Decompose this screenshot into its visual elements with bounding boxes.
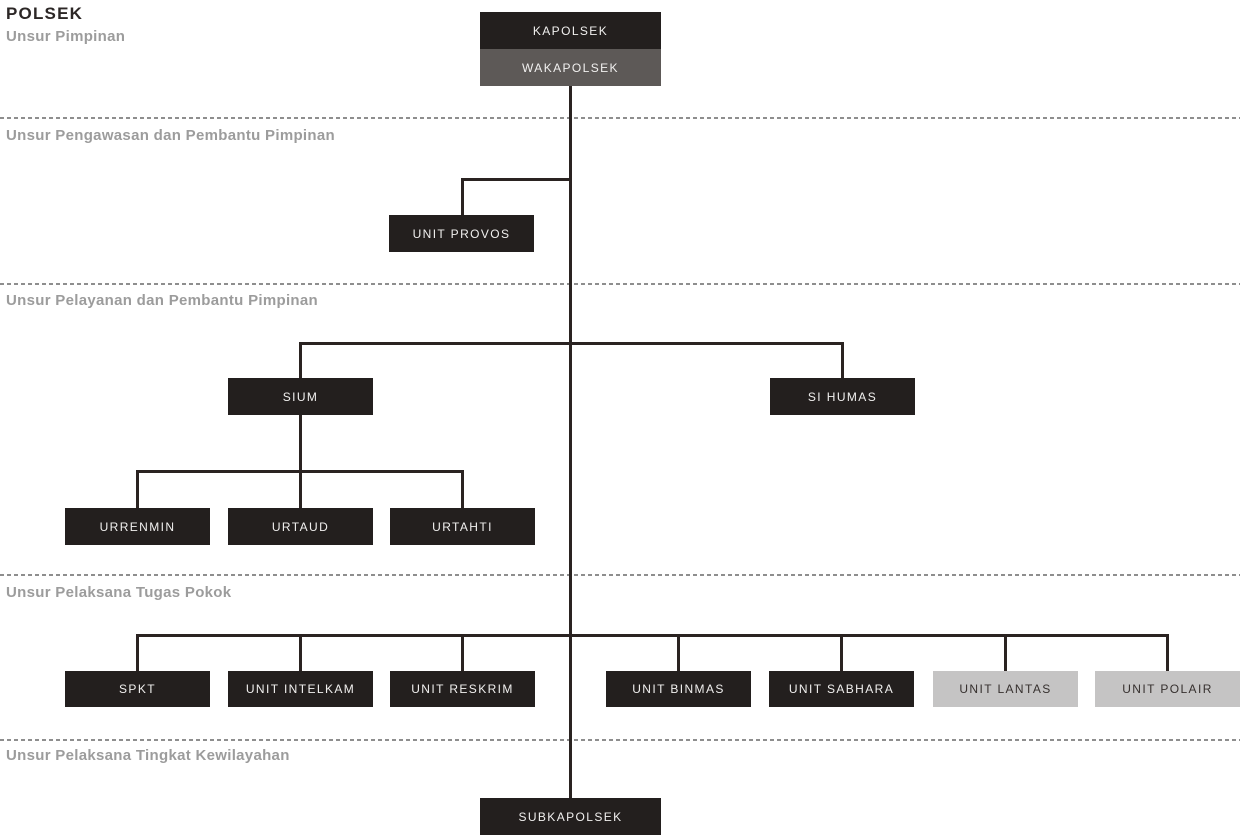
connector-sium-drop (299, 342, 302, 378)
connector-provos-horizontal (461, 178, 572, 181)
org-node-unit-polair: UNIT POLAIR (1095, 671, 1240, 707)
org-node-unit-reskrim: UNIT RESKRIM (390, 671, 535, 707)
connector-sium-children-horizontal (136, 470, 464, 473)
section-label-pengawasan: Unsur Pengawasan dan Pembantu Pimpinan (6, 127, 335, 144)
connector-reskrim-drop (461, 634, 464, 671)
connector-intelkam-drop (299, 634, 302, 671)
org-node-unit-intelkam: UNIT INTELKAM (228, 671, 373, 707)
org-node-urtaud: URTAUD (228, 508, 373, 545)
org-node-kapolsek: KAPOLSEK (480, 12, 661, 49)
org-node-wakapolsek: WAKAPOLSEK (480, 49, 661, 86)
connector-sium-to-urtaud (299, 415, 302, 508)
section-divider-3 (0, 574, 1240, 576)
org-node-subkapolsek: SUBKAPOLSEK (480, 798, 661, 835)
section-divider-2 (0, 283, 1240, 285)
org-node-si-humas: SI HUMAS (770, 378, 915, 415)
connector-binmas-drop (677, 634, 680, 671)
org-node-urrenmin: URRENMIN (65, 508, 210, 545)
section-label-tingkat-kewilayahan: Unsur Pelaksana Tingkat Kewilayahan (6, 747, 290, 764)
connector-provos-drop (461, 178, 464, 215)
connector-urrenmin-drop (136, 470, 139, 508)
connector-sihumas-drop (841, 342, 844, 378)
connector-polair-drop (1166, 634, 1169, 671)
org-node-sium: SIUM (228, 378, 373, 415)
connector-lantas-drop (1004, 634, 1007, 671)
connector-main-trunk (569, 86, 572, 798)
section-label-pimpinan: Unsur Pimpinan (6, 28, 126, 45)
section-label-pelayanan: Unsur Pelayanan dan Pembantu Pimpinan (6, 292, 319, 309)
org-node-unit-sabhara: UNIT SABHARA (769, 671, 914, 707)
section-divider-1 (0, 117, 1240, 119)
org-node-spkt: SPKT (65, 671, 210, 707)
connector-tugas-pokok-horizontal (136, 634, 1169, 637)
org-node-unit-binmas: UNIT BINMAS (606, 671, 751, 707)
section-divider-4 (0, 739, 1240, 741)
org-node-unit-provos: UNIT PROVOS (389, 215, 534, 252)
connector-spkt-drop (136, 634, 139, 671)
connector-urtahti-drop (461, 470, 464, 508)
connector-pelayanan-horizontal (299, 342, 844, 345)
org-node-urtahti: URTAHTI (390, 508, 535, 545)
section-label-pelaksana-tugas: Unsur Pelaksana Tugas Pokok (6, 584, 232, 601)
org-node-unit-lantas: UNIT LANTAS (933, 671, 1078, 707)
connector-sabhara-drop (840, 634, 843, 671)
page-title: POLSEK (6, 4, 84, 23)
